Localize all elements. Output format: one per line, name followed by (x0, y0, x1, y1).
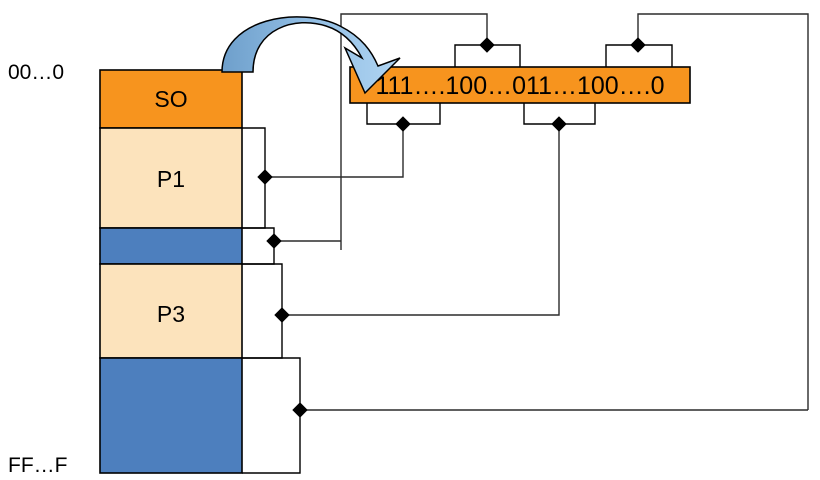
memory-block-so[interactable] (99, 69, 243, 129)
memory-block-p1-label: P1 (157, 166, 185, 192)
bracket-free-4 (242, 357, 301, 474)
marker-diamond-free-4 (292, 402, 308, 418)
bitstring-label: 111….100…011…100….0 (375, 72, 664, 100)
curved-arrow (221, 16, 401, 95)
connection-markers (257, 37, 646, 418)
bracket-free-2 (242, 227, 275, 265)
marker-diamond-bits-top-1 (479, 37, 495, 53)
bracket-p3 (242, 263, 283, 359)
curved-arrow-shaft (221, 16, 401, 95)
memory-block-free-4[interactable] (99, 357, 243, 474)
marker-diamond-p3 (274, 307, 290, 323)
memory-column (99, 69, 243, 474)
memory-block-p3-label: P3 (157, 301, 185, 327)
memory-block-p3[interactable] (99, 263, 243, 359)
marker-diamond-p1 (257, 169, 273, 185)
marker-diamond-free-2 (266, 233, 282, 249)
address-label-top: 00…0 (8, 61, 64, 84)
memory-block-so-label: SO (154, 86, 187, 112)
connector-wire-p3 (282, 124, 560, 316)
marker-diamond-bits-top-2 (630, 37, 646, 53)
address-label-bottom: FF…F (8, 454, 67, 477)
connector-wire-free4 (637, 13, 809, 410)
connector-wire-free2 (340, 13, 488, 250)
memory-block-free-2[interactable] (99, 227, 243, 265)
block-brackets (242, 127, 301, 474)
marker-diamond-bits-bot-1 (395, 116, 411, 132)
connector-wire-p1 (265, 124, 404, 178)
marker-diamond-bits-bot-2 (551, 116, 567, 132)
